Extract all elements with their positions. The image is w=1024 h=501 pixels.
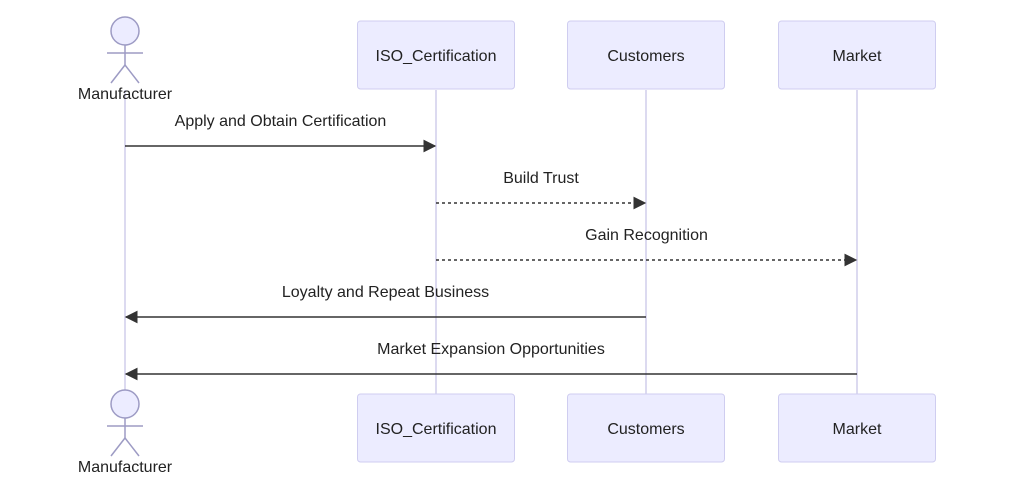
message-1: Apply and Obtain Certification xyxy=(125,113,437,153)
participant-box xyxy=(778,393,936,463)
participant-top-customers: Customers xyxy=(567,20,725,90)
message-2: Build Trust xyxy=(436,170,647,210)
participant-label: ISO_Certification xyxy=(376,48,497,65)
message-label: Apply and Obtain Certification xyxy=(175,113,387,130)
participant-bottom-market: Market xyxy=(778,393,936,463)
participant-bottom-customers: Customers xyxy=(567,393,725,463)
message-3: Gain Recognition xyxy=(436,227,858,267)
message-label: Gain Recognition xyxy=(585,227,708,244)
participant-label: Manufacturer xyxy=(78,459,173,476)
participant-label: ISO_Certification xyxy=(376,421,497,438)
participant-label: Market xyxy=(833,421,882,438)
actor-leg-left-icon xyxy=(110,64,126,84)
participant-label: Manufacturer xyxy=(78,86,173,103)
participant-label: Customers xyxy=(607,421,684,438)
participant-box xyxy=(567,393,725,463)
actor-head-icon xyxy=(110,16,140,46)
message-label: Market Expansion Opportunities xyxy=(377,341,605,358)
message-label: Build Trust xyxy=(503,170,579,187)
message-label: Loyalty and Repeat Business xyxy=(282,284,489,301)
participant-bottom-manufacturer: Manufacturer xyxy=(78,389,173,476)
participant-top-manufacturer: Manufacturer xyxy=(78,16,173,103)
message-4: Loyalty and Repeat Business xyxy=(124,284,646,324)
participant-label: Customers xyxy=(607,48,684,65)
actor-head-icon xyxy=(110,389,140,419)
participant-label: Market xyxy=(833,48,882,65)
participant-box xyxy=(357,20,515,90)
participant-top-iso: ISO_Certification xyxy=(357,20,515,90)
actor-leg-left-icon xyxy=(110,437,126,457)
actor-leg-right-icon xyxy=(124,437,140,457)
participant-bottom-iso: ISO_Certification xyxy=(357,393,515,463)
participant-box xyxy=(357,393,515,463)
participant-top-market: Market xyxy=(778,20,936,90)
participant-box xyxy=(778,20,936,90)
actor-leg-right-icon xyxy=(124,64,140,84)
message-5: Market Expansion Opportunities xyxy=(124,341,857,381)
participant-box xyxy=(567,20,725,90)
